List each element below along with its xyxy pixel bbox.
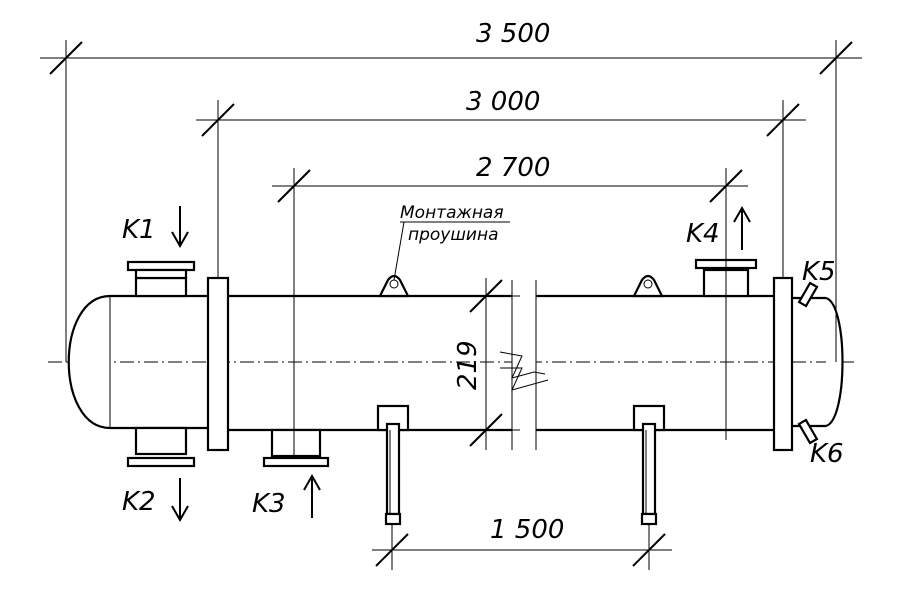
nozzle-k4-label: K4 [686, 219, 720, 249]
break-symbol [499, 280, 549, 450]
dimension-overall-length-label: 3 500 [476, 19, 550, 49]
lifting-lug-right [632, 274, 664, 298]
k2-flow-arrow-down-icon [171, 478, 189, 523]
nozzle-k1-label: K1 [122, 215, 156, 245]
k1-flow-arrow-down-icon [171, 206, 189, 249]
k3-flow-arrow-up-icon [303, 473, 321, 518]
nozzle-k6-label: K6 [810, 439, 844, 469]
dimension-nozzle-distance-label: 2 700 [476, 153, 550, 183]
nozzle-k5-label: K5 [802, 257, 836, 287]
support-left [376, 404, 410, 526]
lifting-lug-note-line2: проушина [408, 225, 499, 245]
nozzle-k2 [126, 426, 196, 468]
right-flange [772, 276, 794, 452]
dimension-flange-distance [196, 100, 806, 278]
left-flange [206, 276, 230, 452]
dimension-diameter-label: 219 [453, 340, 483, 390]
nozzle-k3 [262, 428, 330, 468]
support-right [632, 404, 666, 526]
nozzle-k5 [797, 281, 819, 308]
dimension-flange-distance-label: 3 000 [466, 87, 540, 117]
nozzle-k3-label: K3 [252, 489, 286, 519]
nozzle-k1 [126, 260, 196, 298]
dimension-support-distance-label: 1 500 [490, 515, 564, 545]
dimension-overall-length [40, 40, 862, 362]
lifting-lug-leader [393, 221, 510, 281]
dimension-nozzle-distance [272, 168, 748, 456]
dimension-diameter [464, 278, 520, 450]
nozzle-k2-label: K2 [122, 487, 156, 517]
lifting-lug-note-line1: Монтажная [400, 203, 504, 223]
k4-flow-arrow-up-icon [733, 205, 751, 250]
dimension-support-distance [372, 524, 672, 570]
nozzle-k6 [797, 418, 819, 445]
vessel-shell [67, 294, 844, 432]
